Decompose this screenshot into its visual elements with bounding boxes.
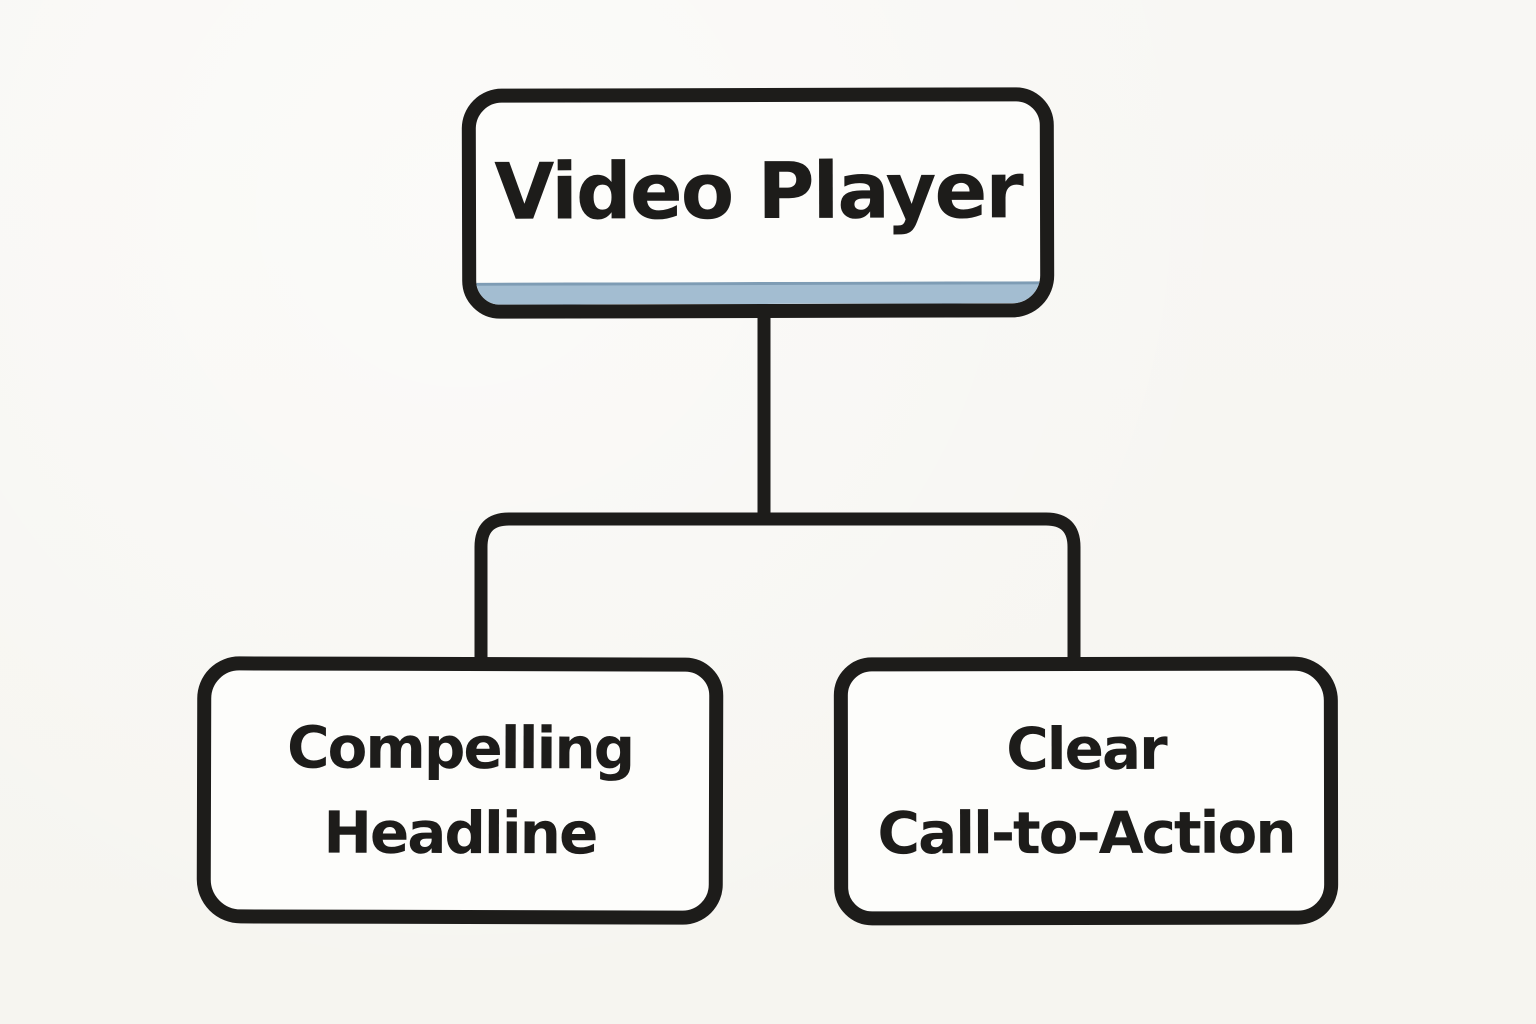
node-clear-call-to-action-label-line2: Call-to-Action xyxy=(877,798,1295,868)
connector-branch-bracket xyxy=(474,512,1081,662)
node-compelling-headline-label-line2: Headline xyxy=(323,798,597,867)
node-compelling-headline-label-line1: Compelling xyxy=(286,713,634,783)
accent-bar xyxy=(476,281,1041,305)
node-compelling-headline: Compelling Headline xyxy=(196,656,724,925)
node-clear-call-to-action-label-line1: Clear xyxy=(1006,714,1166,784)
node-clear-call-to-action: Clear Call-to-Action xyxy=(833,656,1339,926)
node-video-player-label: Video Player xyxy=(494,146,1022,238)
node-video-player: Video Player xyxy=(461,87,1055,319)
